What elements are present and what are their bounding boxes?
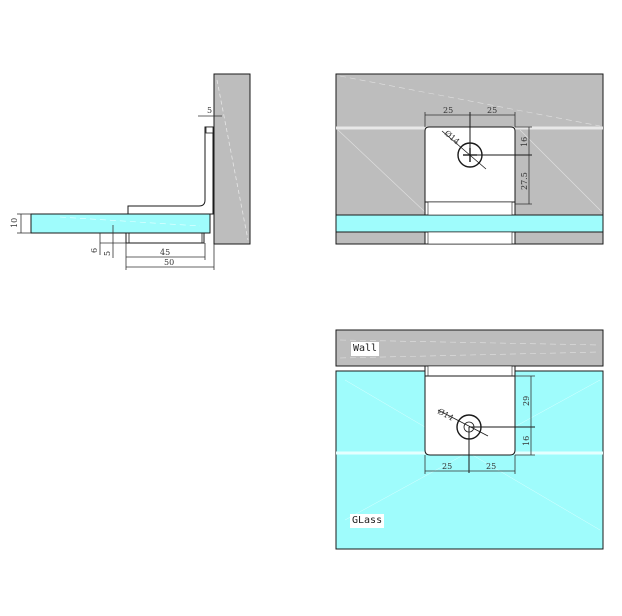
dim-top-hole-to-bottom: 27.5 — [520, 172, 529, 190]
side-lower-plate — [125, 232, 205, 244]
side-view: 5 10 6 5 45 50 — [10, 73, 251, 270]
top-glass-strip — [335, 214, 604, 233]
dim-front-hole-to-top: 29 — [522, 396, 531, 406]
top-view: 25 25 Ø14 16 27.5 — [335, 73, 604, 245]
dim-front-right-half: 25 — [486, 462, 496, 471]
dim-clamp-gap-b: 5 — [103, 251, 112, 256]
dim-top-left-half: 25 — [443, 106, 453, 115]
dim-front-left-half: 25 — [442, 462, 452, 471]
dim-front-hole-to-bottom: 16 — [522, 436, 531, 446]
glass-label: GLass — [350, 514, 385, 528]
dim-glass-thickness: 10 — [10, 218, 19, 228]
dim-total-depth: 50 — [164, 258, 174, 267]
dim-top-right-half: 25 — [487, 106, 497, 115]
dim-wall-offset: 5 — [207, 106, 212, 115]
dim-top-hole-to-top: 16 — [520, 137, 529, 147]
side-clamp-bracket — [127, 126, 214, 215]
side-glass — [30, 213, 211, 234]
dim-clamp-depth: 45 — [160, 248, 170, 257]
wall-label: Wall — [351, 342, 380, 356]
dim-clamp-gap-a: 6 — [90, 248, 99, 253]
